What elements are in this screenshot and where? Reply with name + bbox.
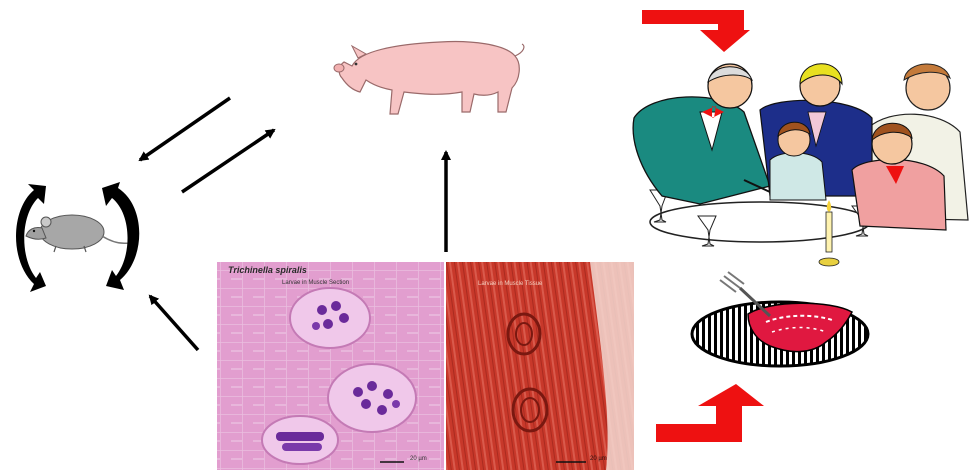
larva-cyst-1 xyxy=(290,288,370,348)
longitudinal-section-micrograph xyxy=(446,262,634,470)
dining-people-icon xyxy=(633,64,968,266)
rat-icon xyxy=(26,215,138,252)
longitudinal-caption: Larvae in Muscle Tissue xyxy=(478,281,542,287)
scale-label-left: 20 µm xyxy=(410,456,427,462)
larva-cyst-3 xyxy=(262,416,338,464)
scale-label-right: 20 µm xyxy=(590,456,607,462)
red-up-arrow-icon xyxy=(656,384,764,442)
arrow-pig-to-rodent xyxy=(140,98,230,160)
raw-meat-plate-icon xyxy=(692,272,868,366)
micrograph-title: Trichinella spiralis xyxy=(228,265,307,275)
cross-section-caption: Larvae in Muscle Section xyxy=(282,280,349,286)
red-down-arrow-icon xyxy=(642,10,750,52)
rodent-cycle-right-arrow-icon xyxy=(102,182,139,290)
cross-section-micrograph xyxy=(217,262,445,470)
arrow-rodent-to-pig xyxy=(182,130,274,192)
pig-icon xyxy=(334,42,524,114)
larva-cyst-2 xyxy=(328,364,416,432)
arrow-muscle-to-rodent xyxy=(150,296,198,350)
